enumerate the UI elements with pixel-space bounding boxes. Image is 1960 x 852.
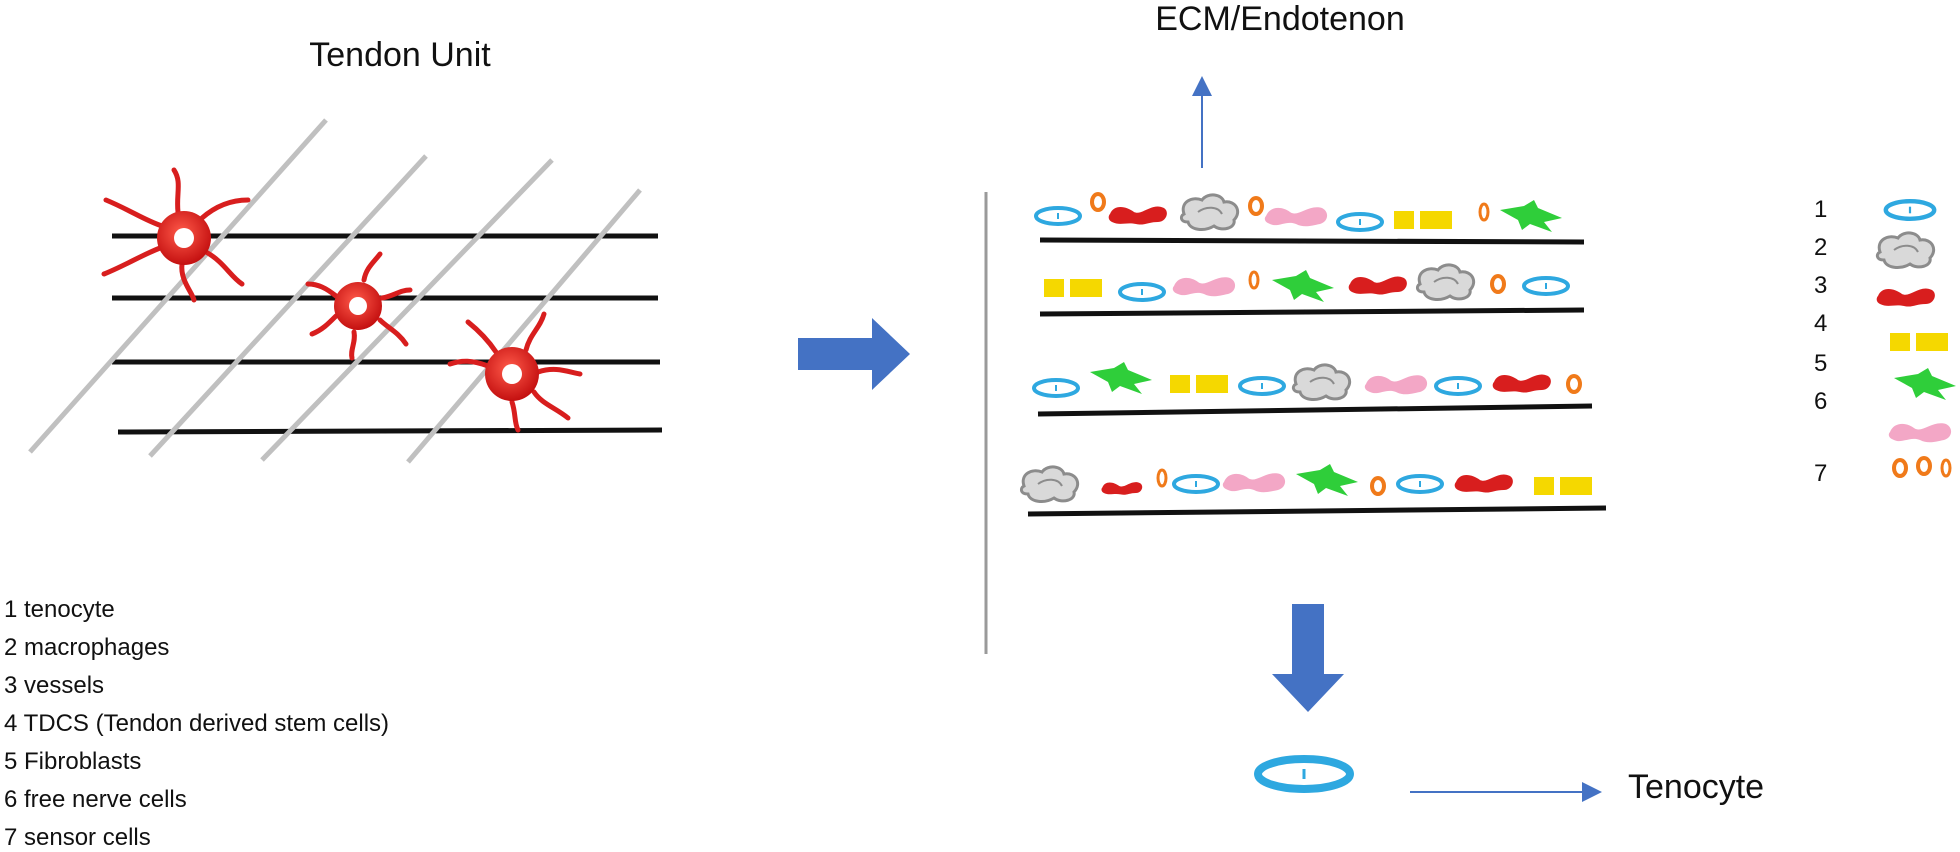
macrophage-icon — [1415, 263, 1476, 301]
key-number-3: 3 — [1814, 272, 1828, 299]
legend-item-fibroblasts: 5 Fibroblasts — [4, 748, 142, 775]
cross-fiber-1 — [28, 118, 328, 454]
vessel-icon — [1101, 482, 1143, 495]
key-macrophage-icon — [1875, 231, 1936, 269]
key-vessel-icon — [1876, 288, 1935, 307]
key-nerve-cell-icon — [1888, 423, 1952, 443]
tenocyte-icon — [1396, 474, 1444, 494]
tdcs-icon — [1044, 279, 1102, 297]
tenocyte-icon — [1336, 212, 1384, 232]
fibroblast-icon — [1090, 362, 1152, 394]
key-sensor-cell-icon — [1892, 458, 1908, 478]
tdcs-icon — [1394, 211, 1452, 229]
key-sensor-cell-icon — [1940, 458, 1952, 478]
tenocyte-icon — [1172, 474, 1220, 494]
legend-item-free-nerve-cells: 6 free nerve cells — [4, 786, 187, 813]
ecm-fiber-4 — [1027, 505, 1607, 517]
key-number-4: 4 — [1814, 310, 1828, 337]
sensor-cell-icon — [1248, 270, 1260, 290]
tenocyte-label: Tenocyte — [1628, 768, 1765, 806]
sensor-cell-icon — [1370, 476, 1386, 496]
tdcs-icon — [1534, 477, 1592, 495]
key-number-5: 5 — [1814, 350, 1828, 377]
tenocyte-icon — [1522, 276, 1570, 296]
key-fibroblast-icon — [1894, 368, 1956, 400]
ecm-fiber-2 — [1039, 307, 1585, 317]
sensor-cell-icon — [1090, 192, 1106, 212]
collagen-fiber-4 — [117, 427, 663, 435]
macrophage-icon — [1291, 363, 1352, 401]
tenocyte-icon — [1238, 376, 1286, 396]
macrophage-icon — [1179, 193, 1240, 231]
tenocyte-cell-right — [447, 311, 583, 433]
cross-fiber-4 — [406, 188, 642, 464]
tenocyte-cell-large — [101, 167, 251, 303]
cross-fiber-3 — [260, 158, 554, 462]
vessel-icon — [1348, 276, 1407, 295]
tenocyte-icon — [1034, 206, 1082, 226]
key-number-7: 7 — [1814, 460, 1828, 487]
ecm-fiber-3 — [1037, 403, 1593, 417]
down-arrow — [1272, 604, 1344, 712]
sensor-cell-icon — [1490, 274, 1506, 294]
fibroblast-icon — [1272, 270, 1334, 302]
legend-item-macrophages: 2 macrophages — [4, 634, 170, 661]
sensor-cell-icon — [1248, 196, 1264, 216]
legend-item-vessels: 3 vessels — [4, 672, 105, 699]
tenocyte-detail-icon — [1254, 755, 1354, 793]
key-number-6: 6 — [1814, 388, 1828, 415]
sensor-cell-icon — [1478, 202, 1490, 222]
tenocyte-cell-medium — [305, 251, 413, 361]
key-tdcs-icon — [1890, 333, 1948, 351]
legend-item-sensor-cells: 7 sensor cells — [4, 824, 151, 851]
cross-fiber-2 — [148, 154, 428, 458]
key-sensor-cell-icon — [1916, 456, 1932, 476]
key-tenocyte-icon — [1886, 201, 1934, 219]
legend-item-tenocyte: 1 tenocyte — [4, 596, 115, 623]
nerve-cell-icon — [1264, 207, 1328, 227]
nerve-cell-icon — [1172, 277, 1236, 297]
sensor-cell-icon — [1566, 374, 1582, 394]
nerve-cell-icon — [1222, 473, 1286, 493]
ecm-fiber-1 — [1039, 237, 1585, 245]
legend-item-tdcs: 4 TDCS (Tendon derived stem cells) — [4, 710, 390, 737]
fibroblast-icon — [1500, 200, 1562, 232]
ecm-endotenon-title: ECM/Endotenon — [1155, 0, 1405, 38]
tendon-unit-title: Tendon Unit — [309, 36, 491, 74]
tenocyte-icon — [1118, 282, 1166, 302]
tenocyte-icon — [1434, 376, 1482, 396]
vessel-icon — [1108, 206, 1167, 225]
vessel-icon — [1454, 474, 1513, 493]
tdcs-icon — [1170, 375, 1228, 393]
tendon-unit-fibers — [28, 118, 663, 464]
vessel-icon — [1492, 374, 1551, 393]
nerve-cell-icon — [1364, 375, 1428, 395]
sensor-cell-icon — [1156, 468, 1168, 488]
tenocyte-icon — [1032, 378, 1080, 398]
fibroblast-icon — [1296, 464, 1358, 496]
right-arrow — [798, 318, 910, 390]
key-number-2: 2 — [1814, 234, 1828, 261]
macrophage-icon — [1019, 465, 1080, 503]
key-number-1: 1 — [1814, 196, 1828, 223]
